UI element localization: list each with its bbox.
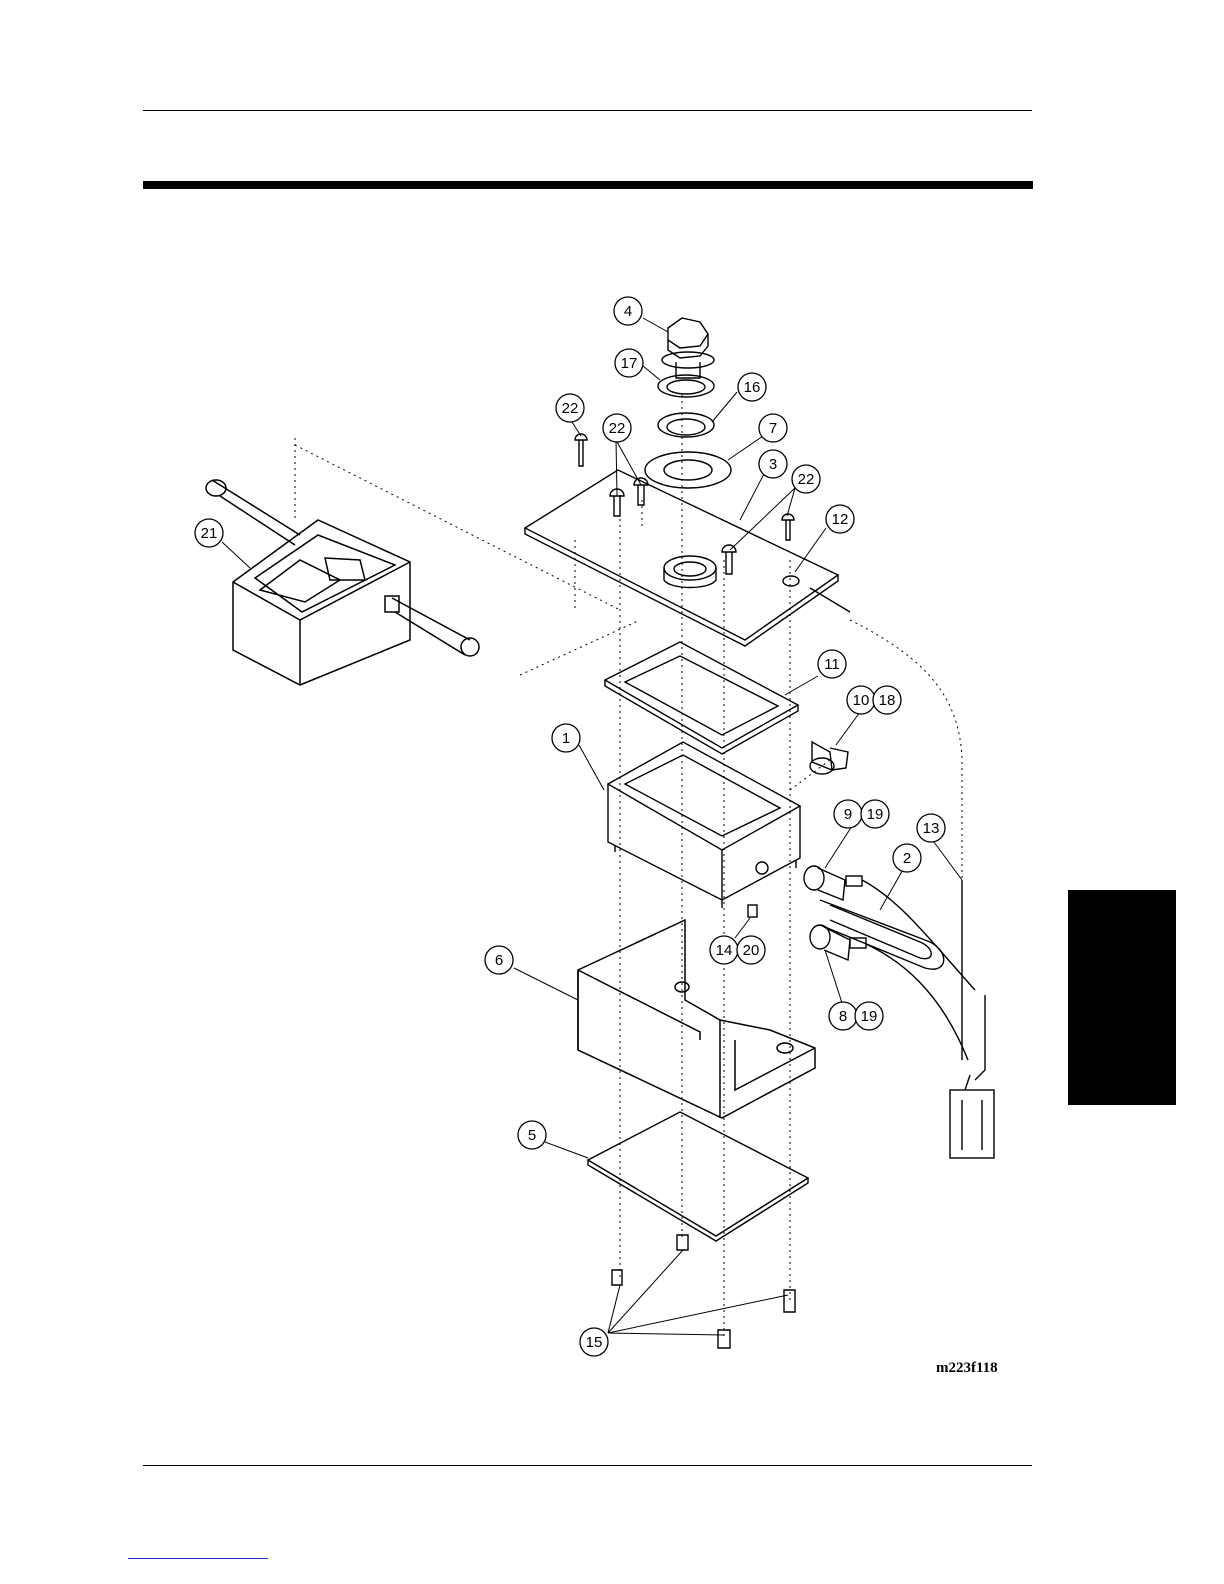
footer-rule: [143, 1465, 1032, 1466]
callout-9: 9: [834, 800, 862, 828]
callout-3: 3: [759, 450, 787, 478]
callout-17: 17: [615, 349, 643, 377]
part-5-bottom-plate: [588, 1112, 808, 1241]
svg-text:22: 22: [562, 400, 579, 417]
svg-text:21: 21: [201, 525, 218, 542]
svg-text:11: 11: [824, 656, 840, 673]
part-9-thermostat: [804, 866, 862, 900]
part-10-fitting: [810, 742, 848, 774]
part-4-plug: [662, 318, 714, 378]
svg-text:3: 3: [769, 456, 777, 473]
callout-22b: 22: [603, 414, 631, 442]
callout-21: 21: [195, 519, 223, 547]
svg-text:4: 4: [624, 303, 632, 320]
part-6-bracket: [578, 920, 815, 1118]
callout-14: 14: [710, 936, 738, 964]
callout-18: 18: [873, 686, 901, 714]
svg-text:13: 13: [923, 820, 940, 837]
section-tab: [1068, 890, 1176, 1105]
callout-7: 7: [759, 414, 787, 442]
callout-20: 20: [737, 936, 765, 964]
part-1-housing: [608, 742, 800, 908]
connector: [950, 1090, 994, 1158]
svg-text:5: 5: [528, 1127, 536, 1144]
part-15-screws: [612, 1235, 795, 1348]
callout-13: 13: [917, 814, 945, 842]
svg-text:19: 19: [861, 1008, 878, 1025]
alignment-lines: [295, 395, 962, 1340]
svg-text:10: 10: [853, 692, 870, 709]
part-21-block: [206, 480, 479, 685]
callout-6: 6: [485, 946, 513, 974]
svg-text:18: 18: [879, 692, 896, 709]
footer-link-underline: [128, 1558, 268, 1559]
svg-text:17: 17: [621, 355, 638, 372]
svg-text:16: 16: [744, 379, 761, 396]
part-11-gasket: [605, 642, 798, 754]
svg-text:22: 22: [609, 420, 626, 437]
part-16-washer: [658, 413, 714, 437]
svg-text:14: 14: [716, 942, 733, 959]
svg-text:6: 6: [495, 952, 503, 969]
svg-text:7: 7: [769, 420, 777, 437]
svg-text:8: 8: [839, 1008, 847, 1025]
callout-10: 10: [847, 686, 875, 714]
callout-15: 15: [580, 1328, 608, 1356]
part-8-thermostat: [810, 925, 866, 960]
svg-text:1: 1: [562, 730, 570, 747]
callout-8: 8: [829, 1002, 857, 1030]
part-14-setscrew: [748, 905, 757, 917]
callout-2: 2: [893, 844, 921, 872]
callout-16: 16: [738, 373, 766, 401]
figure-id: m223f118: [936, 1360, 998, 1377]
svg-text:2: 2: [903, 850, 911, 867]
part-7-gasket: [645, 452, 731, 488]
svg-text:20: 20: [743, 942, 760, 959]
callout-4: 4: [614, 297, 642, 325]
callout-5: 5: [518, 1121, 546, 1149]
callout-1: 1: [552, 724, 580, 752]
part-22-screws: [575, 434, 794, 574]
svg-text:22: 22: [798, 471, 815, 488]
callouts: 4 17 16 22 22 7 3 22 12 21 11 10 18 1 9 …: [195, 297, 945, 1356]
callout-11: 11: [818, 650, 846, 678]
callout-12: 12: [826, 505, 854, 533]
svg-text:9: 9: [844, 806, 852, 823]
svg-text:12: 12: [832, 511, 849, 528]
callout-22a: 22: [556, 394, 584, 422]
callout-19b: 19: [855, 1002, 883, 1030]
callout-19a: 19: [861, 800, 889, 828]
part-13-wiring: [862, 880, 985, 1090]
part-3-top-plate: [525, 470, 850, 646]
svg-text:19: 19: [867, 806, 884, 823]
callout-22c: 22: [792, 465, 820, 493]
svg-text:15: 15: [586, 1334, 603, 1351]
